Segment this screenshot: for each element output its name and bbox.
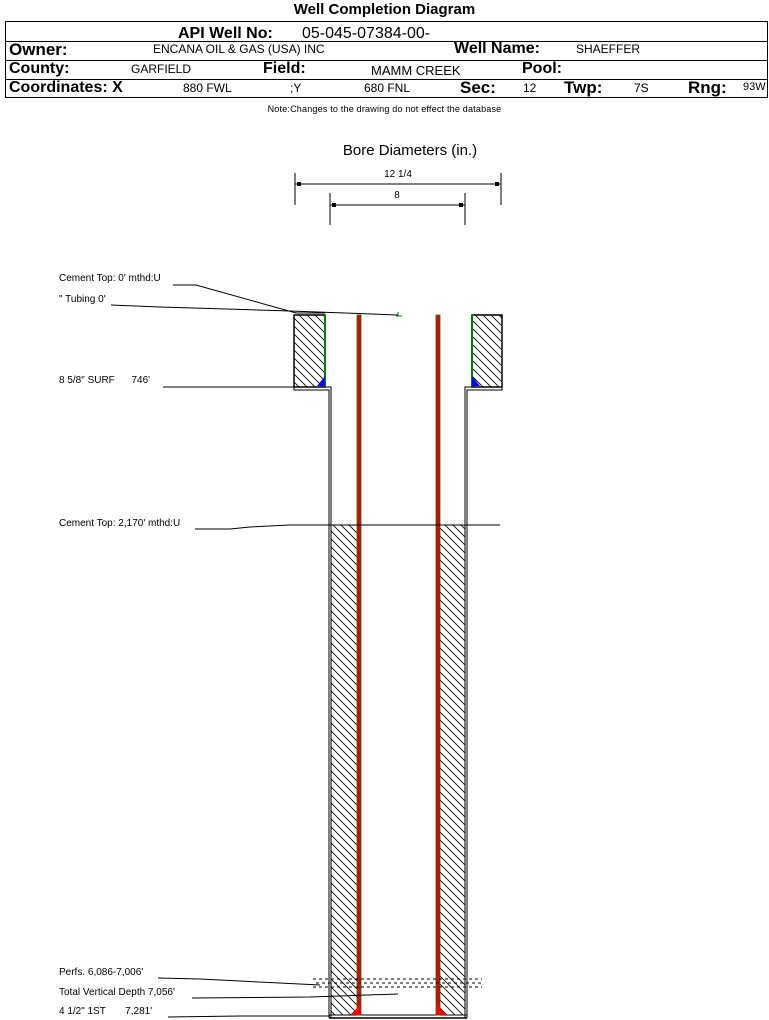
api-well-no-value: 05-045-07384-00- xyxy=(302,25,431,42)
divider xyxy=(6,41,767,42)
production-casing-shoe-left xyxy=(350,1004,361,1015)
label-cement-top-surface: Cement Top: 0' mthd:U xyxy=(59,273,161,284)
label-surface-casing: 8 5/8" SURF 746' xyxy=(59,375,150,386)
coordinates-x-value: 880 FWL xyxy=(183,81,232,95)
rng-value: 93W xyxy=(743,81,766,93)
twp-value: 7S xyxy=(634,81,649,95)
sec-label: Sec: xyxy=(460,78,496,97)
production-cement-right xyxy=(440,525,465,1015)
label-tubing: " Tubing 0' xyxy=(59,294,106,305)
surface-cement-left xyxy=(293,314,326,388)
county-label: County: xyxy=(9,60,70,77)
production-cement-left xyxy=(331,525,357,1015)
well-header-table xyxy=(5,21,768,98)
production-casing-right xyxy=(435,314,447,1016)
bore-dimension-inner-label: 8 xyxy=(394,190,400,201)
divider xyxy=(6,79,767,80)
owner-label: Owner: xyxy=(9,40,68,59)
bore-diameters-title: Bore Diameters (in.) xyxy=(343,142,477,159)
surface-cement-right xyxy=(471,314,503,388)
surface-casing-shoe-right xyxy=(472,376,480,386)
coordinates-y-value: 680 FNL xyxy=(364,81,411,95)
surface-casing-shoe-left xyxy=(317,376,325,386)
page-title: Well Completion Diagram xyxy=(293,1,476,18)
leader-total-vertical-depth xyxy=(191,993,399,999)
api-well-no-label: API Well No: xyxy=(178,25,273,42)
owner-value: ENCANA OIL & GAS (USA) INC xyxy=(153,42,325,56)
bore-wall xyxy=(293,386,503,1019)
note-text: Note:Changes to the drawing do not effec… xyxy=(267,104,502,114)
field-value: MAMM CREEK xyxy=(371,63,461,78)
coordinates-x-label: Coordinates: X xyxy=(9,79,123,96)
divider xyxy=(6,60,767,61)
twp-label: Twp: xyxy=(564,78,603,97)
label-perfs: Perfs. 6,086-7,006' xyxy=(59,967,143,978)
rng-label: Rng: xyxy=(688,78,727,97)
production-casing-left xyxy=(350,314,362,1016)
leader-cement-top-production xyxy=(195,524,500,530)
bore-dimension-inner: 8 xyxy=(329,190,466,225)
leader-production-casing xyxy=(167,1015,330,1018)
label-cement-top-production: Cement Top: 2,170' mthd:U xyxy=(59,518,180,529)
leader-cement-top-surface xyxy=(173,284,325,314)
label-production-casing: 4 1/2" 1ST 7,281' xyxy=(59,1006,152,1017)
pool-label: Pool: xyxy=(522,60,562,77)
county-value: GARFIELD xyxy=(131,62,192,76)
leader-perfs xyxy=(157,977,321,986)
sec-value: 12 xyxy=(523,81,537,95)
field-label: Field: xyxy=(263,60,306,77)
perforations xyxy=(313,978,484,988)
well-name-label: Well Name: xyxy=(454,40,540,57)
leader-tubing xyxy=(110,304,399,316)
label-total-vertical-depth: Total Vertical Depth 7,056' xyxy=(59,987,175,998)
production-casing-shoe-right xyxy=(436,1004,447,1015)
bore-dimension-outer-label: 12 1/4 xyxy=(384,169,412,180)
bore-dimension-outer: 12 1/4 xyxy=(294,169,502,205)
well-name-value: SHAEFFER xyxy=(576,42,641,56)
coordinates-y-label: ;Y xyxy=(290,81,302,95)
tubing-top-marker xyxy=(396,312,402,317)
